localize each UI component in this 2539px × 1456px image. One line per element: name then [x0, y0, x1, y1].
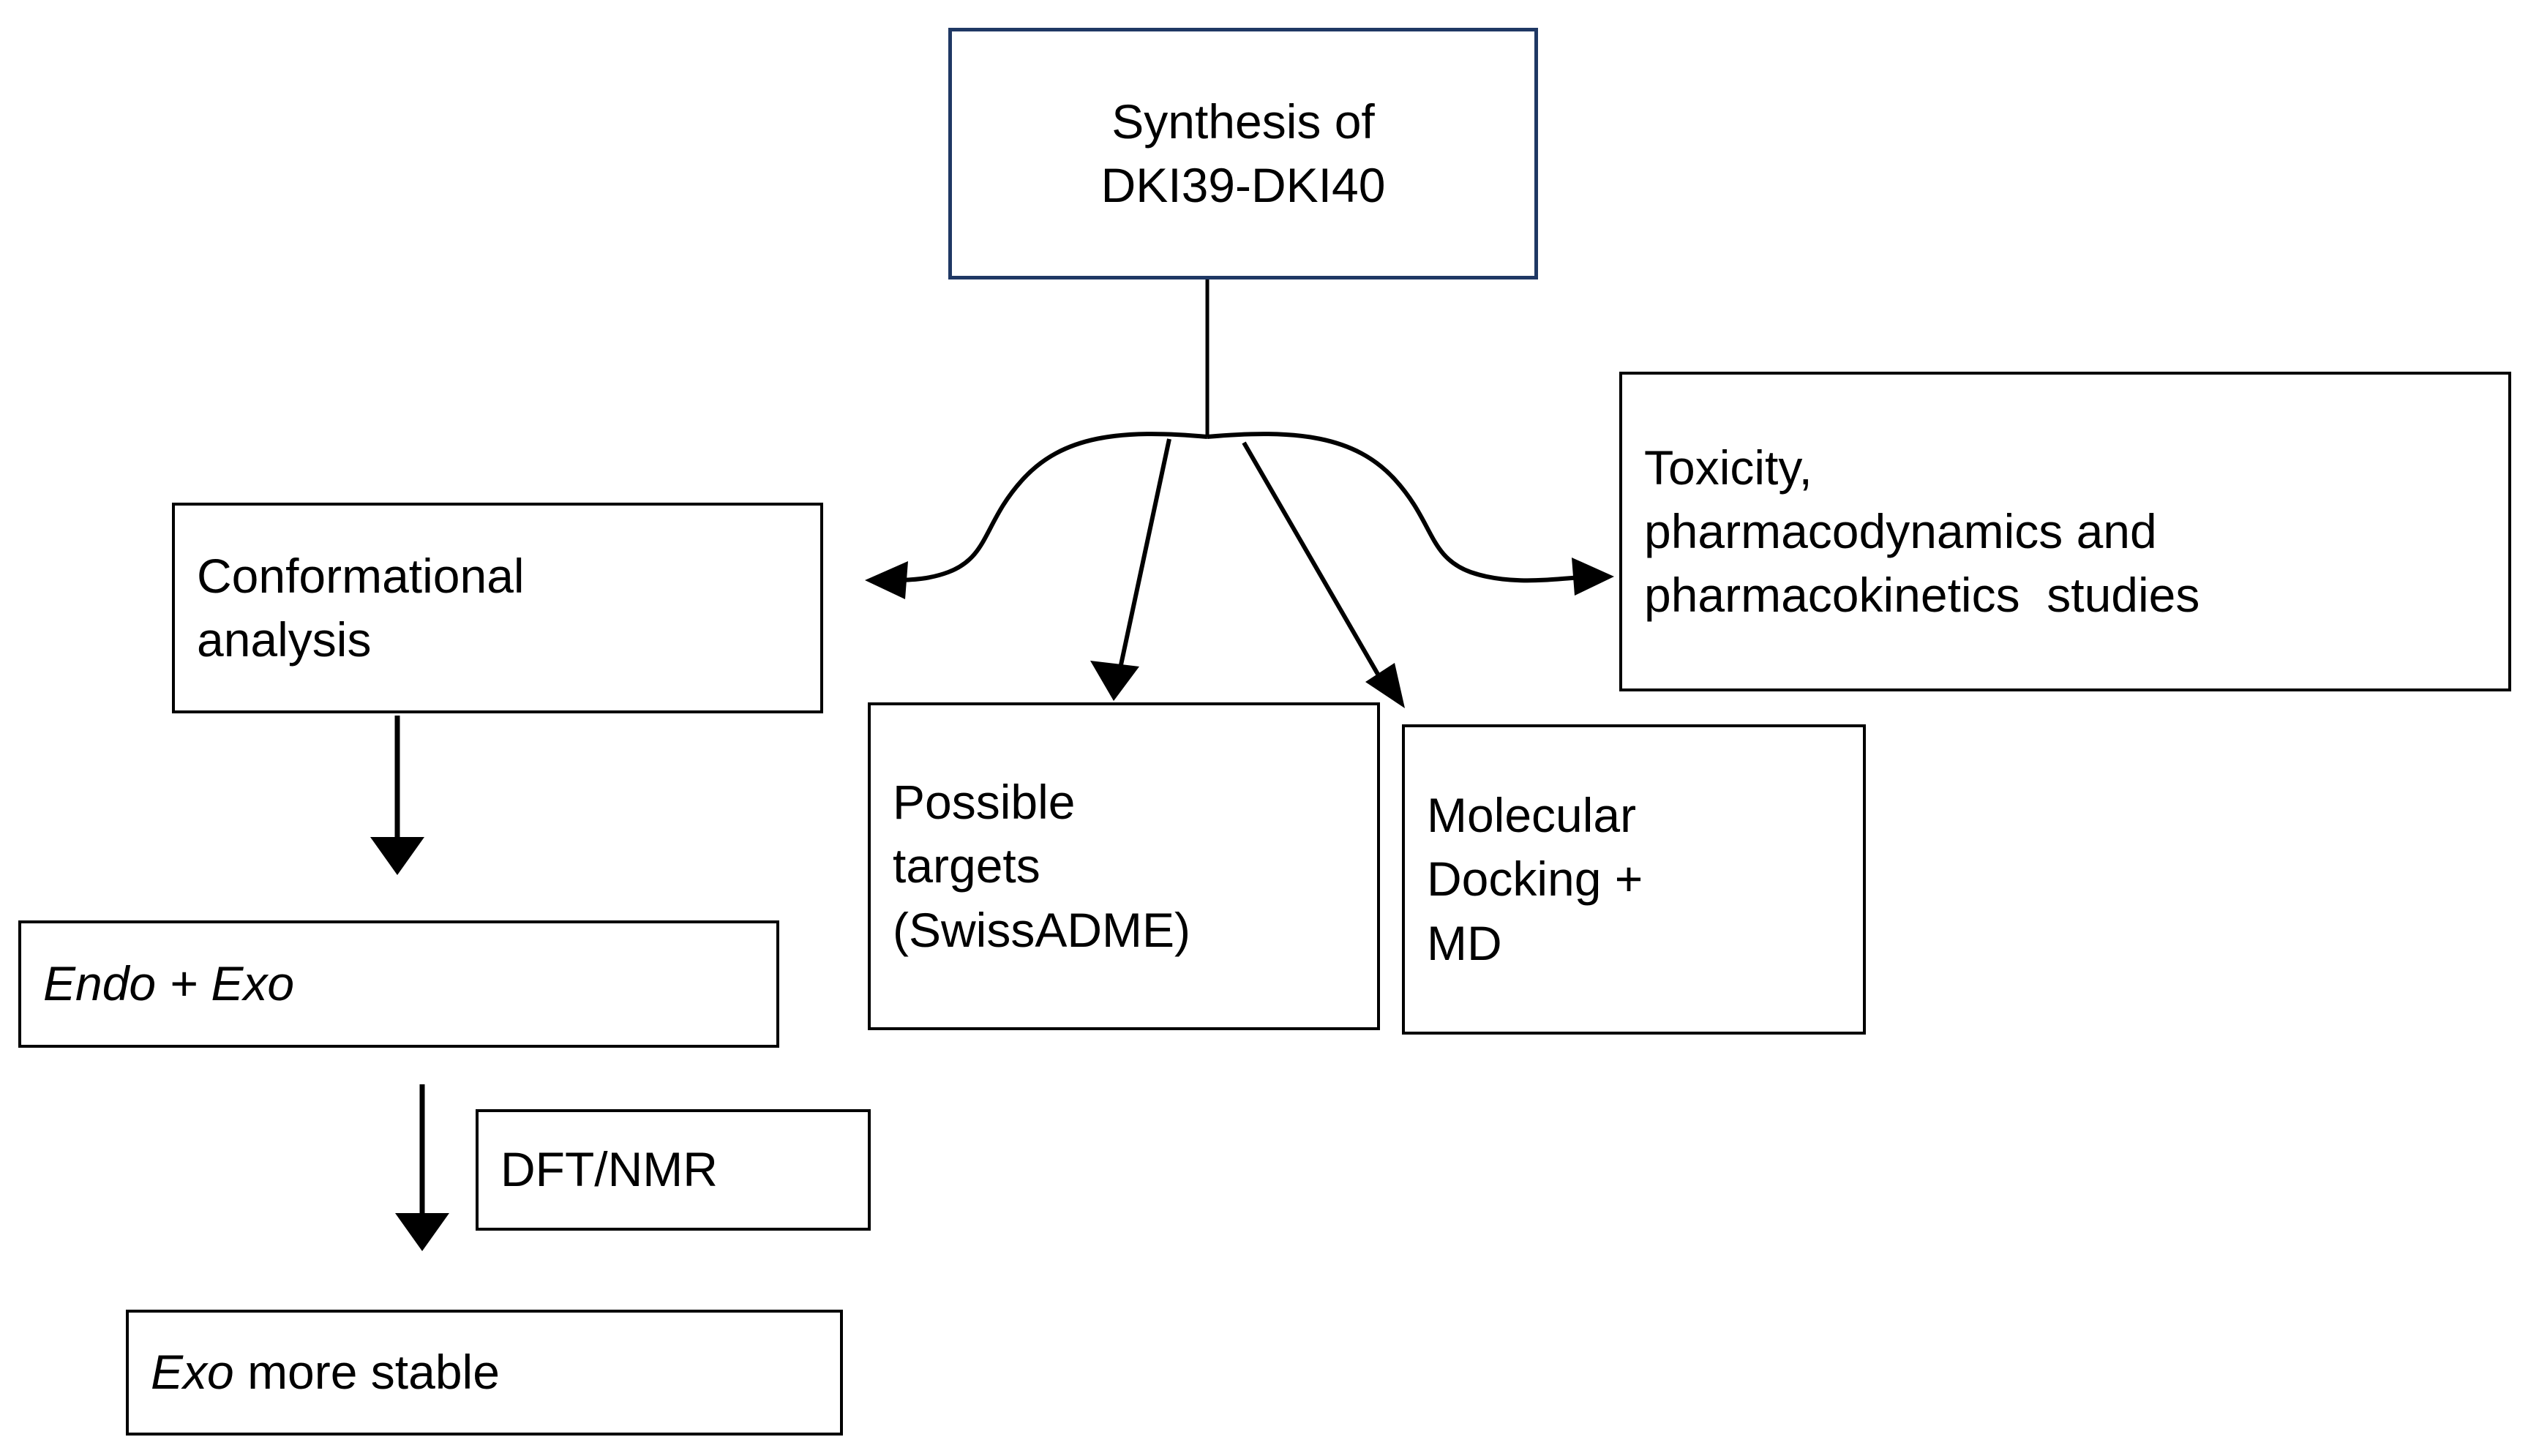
node-exo-more-stable-label: Exo more stable	[129, 1340, 840, 1404]
fan-to-conformational-connector	[892, 432, 1208, 582]
node-synthesis[interactable]: Synthesis of DKI39-DKI40	[948, 28, 1538, 279]
fan-to-docking-connector	[1242, 441, 1384, 682]
fan-to-toxicity-arrowhead	[1572, 558, 1614, 596]
fan-to-toxicity-connector	[1207, 432, 1583, 583]
conformational-to-endoexo-arrowhead	[370, 837, 424, 875]
endoexo-to-exostable-arrowhead	[395, 1213, 449, 1251]
fan-to-targets-connector	[1117, 438, 1171, 672]
node-conformational-analysis-label: Conformational analysis	[197, 548, 525, 667]
node-exo-more-stable[interactable]: Exo more stable	[126, 1310, 843, 1436]
node-dft-nmr-label: DFT/NMR	[500, 1142, 718, 1197]
fan-to-docking-arrowhead	[1365, 663, 1405, 708]
node-toxicity-studies[interactable]: Toxicity, pharmacodynamics and pharmacok…	[1619, 372, 2511, 691]
node-possible-targets[interactable]: Possible targets (SwissADME)	[868, 702, 1380, 1030]
node-endo-exo-label: Endo + Exo	[43, 956, 295, 1011]
node-endo-exo[interactable]: Endo + Exo	[18, 920, 779, 1048]
node-dft-nmr[interactable]: DFT/NMR	[476, 1109, 871, 1231]
fan-to-targets-arrowhead	[1090, 661, 1139, 701]
node-toxicity-studies-label: Toxicity, pharmacodynamics and pharmacok…	[1644, 440, 2200, 623]
node-synthesis-label: Synthesis of DKI39-DKI40	[1100, 94, 1386, 212]
node-exo-more-stable-label-rest: more stable	[233, 1345, 500, 1400]
fan-to-conformational-arrowhead	[865, 561, 908, 599]
node-exo-more-stable-label-italic: Exo	[151, 1345, 234, 1400]
node-molecular-docking[interactable]: Molecular Docking + MD	[1402, 724, 1866, 1035]
node-possible-targets-label: Possible targets (SwissADME)	[893, 775, 1190, 957]
node-molecular-docking-label: Molecular Docking + MD	[1427, 788, 1643, 970]
node-conformational-analysis[interactable]: Conformational analysis	[172, 503, 823, 713]
